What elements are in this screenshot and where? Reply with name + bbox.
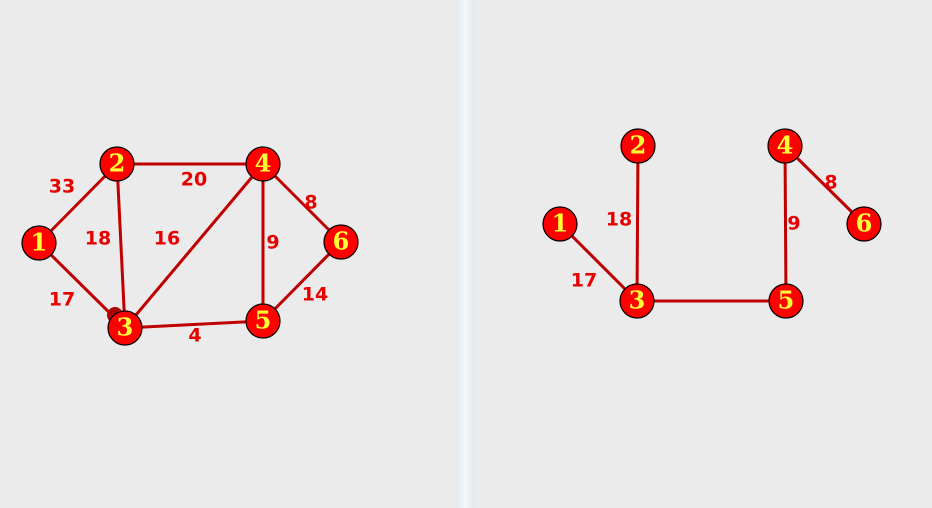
original-graph-diagram: 33 17 18 20 16 4 9 8 14 1 2 3 4 5 6 xyxy=(21,146,359,347)
edge-weight-5-6: 14 xyxy=(302,284,328,306)
node-3-label: 3 xyxy=(117,313,134,342)
node-3: 3 xyxy=(619,283,655,319)
node-5-circle xyxy=(245,303,281,339)
edge-weight-2-3: 18 xyxy=(606,209,632,231)
result-edges xyxy=(558,144,866,303)
node-4: 4 xyxy=(767,128,803,164)
node-6-label: 6 xyxy=(856,209,873,238)
result-graph-diagram: 17 18 9 8 1 2 3 4 5 6 xyxy=(542,128,882,319)
original-weight-labels: 33 17 18 20 16 4 9 8 14 xyxy=(49,169,328,347)
edge-3-5 xyxy=(123,319,265,330)
node-5: 5 xyxy=(245,303,281,339)
edge-weight-4-6: 8 xyxy=(304,192,317,214)
edge-weight-1-2: 33 xyxy=(49,176,75,198)
edge-weight-1-3: 17 xyxy=(571,270,597,292)
node-2: 2 xyxy=(99,146,135,182)
node-6: 6 xyxy=(323,224,359,260)
edge-4-5 xyxy=(783,144,788,303)
node-4-circle xyxy=(767,128,803,164)
panel-divider xyxy=(456,0,474,508)
node-4: 4 xyxy=(245,146,281,182)
result-weight-labels: 17 18 9 8 xyxy=(571,172,838,292)
node-6-circle xyxy=(846,206,882,242)
node-6-label: 6 xyxy=(333,227,350,256)
node-3: 3 xyxy=(107,310,143,346)
node-3-label: 3 xyxy=(629,286,646,315)
edge-weight-3-4: 16 xyxy=(154,228,180,250)
edge-2-3 xyxy=(115,162,127,330)
result-graph-panel: 17 18 9 8 1 2 3 4 5 6 xyxy=(474,0,932,508)
edge-weight-3-5: 4 xyxy=(188,325,201,347)
edge-weight-2-3: 18 xyxy=(85,228,111,250)
node-2-label: 2 xyxy=(109,149,126,178)
original-nodes: 1 2 3 4 5 6 xyxy=(21,146,359,346)
edge-1-3 xyxy=(558,222,639,303)
node-1: 1 xyxy=(21,225,57,261)
node-5-circle xyxy=(768,283,804,319)
edge-1-2 xyxy=(37,162,119,245)
edge-weight-4-5: 9 xyxy=(787,213,800,235)
node-5-label: 5 xyxy=(255,306,272,335)
node-1-circle xyxy=(21,225,57,261)
edge-weight-2-4: 20 xyxy=(181,169,207,191)
node-4-label: 4 xyxy=(255,149,272,178)
edge-3-4 xyxy=(123,162,265,330)
node-1-label: 1 xyxy=(31,228,48,257)
node-4-circle xyxy=(245,146,281,182)
node-2-label: 2 xyxy=(630,131,647,160)
edge-4-6 xyxy=(783,144,866,226)
node-5: 5 xyxy=(768,283,804,319)
node-1-circle xyxy=(542,206,578,242)
edge-weight-4-6: 8 xyxy=(824,172,837,194)
edge-weight-4-5: 9 xyxy=(266,232,279,254)
original-graph-panel: 33 17 18 20 16 4 9 8 14 1 2 3 4 5 6 xyxy=(0,0,456,508)
node-1: 1 xyxy=(542,206,578,242)
node-5-label: 5 xyxy=(778,286,795,315)
node-2-circle xyxy=(99,146,135,182)
node-3-circle xyxy=(107,310,143,346)
edge-4-6 xyxy=(261,162,343,244)
edge-weight-1-3: 17 xyxy=(49,289,75,311)
node-4-label: 4 xyxy=(777,131,794,160)
node-6: 6 xyxy=(846,206,882,242)
node-1-label: 1 xyxy=(552,209,569,238)
edge-5-6 xyxy=(261,240,343,323)
node-3-circle xyxy=(619,283,655,319)
node-2: 2 xyxy=(620,128,656,164)
node-6-circle xyxy=(323,224,359,260)
node-2-circle xyxy=(620,128,656,164)
original-edges xyxy=(37,162,343,330)
result-nodes: 1 2 3 4 5 6 xyxy=(542,128,882,319)
edge-2-3 xyxy=(635,144,640,303)
